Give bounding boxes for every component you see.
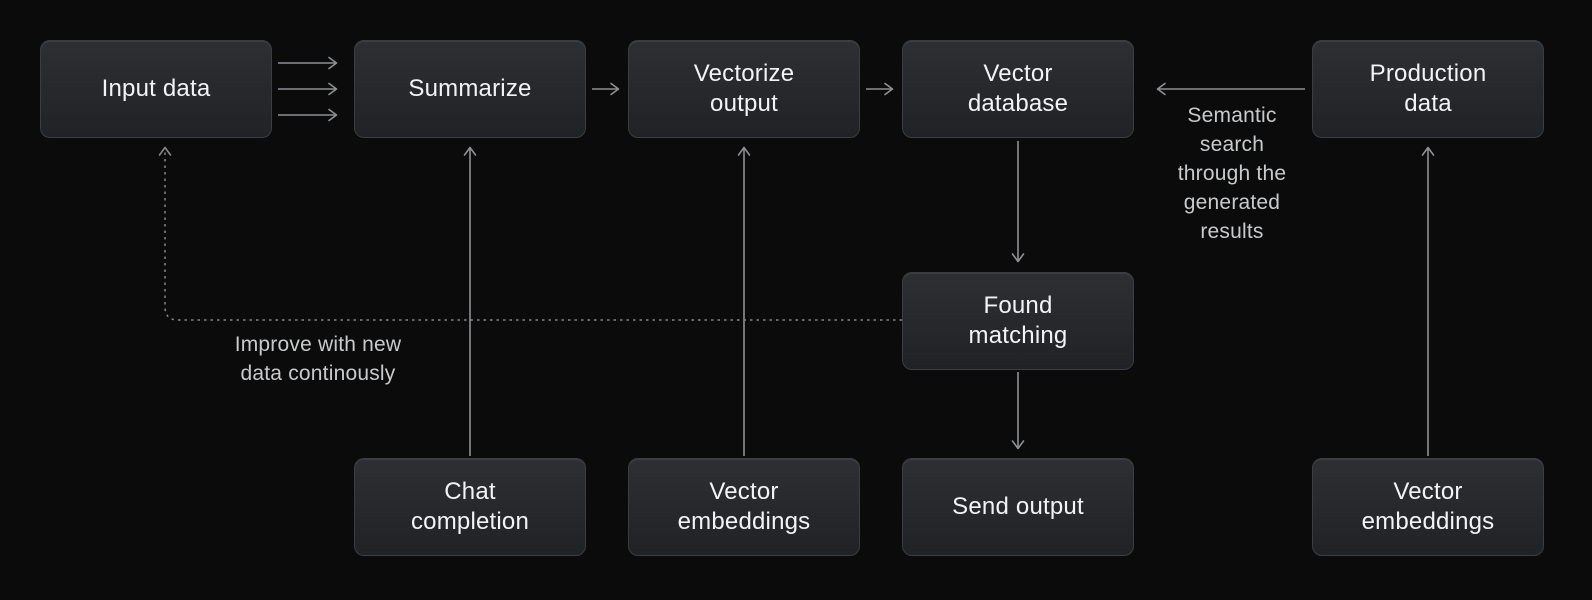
node-vectorize-output-label: Vectorize output	[693, 59, 795, 117]
node-found-matching: Found matching	[902, 272, 1134, 370]
node-send-output-label: Send output	[952, 492, 1084, 520]
node-vectorize-output: Vectorize output	[628, 40, 860, 138]
edge-label-semantic-search: Semantic search through the generated re…	[1177, 104, 1287, 243]
node-summarize: Summarize	[354, 40, 586, 138]
node-found-matching-label: Found matching	[968, 291, 1068, 349]
node-vector-database: Vector database	[902, 40, 1134, 138]
node-production-data: Production data	[1312, 40, 1544, 138]
node-vector-embeddings-right-label: Vector embeddings	[1361, 477, 1495, 535]
node-send-output: Send output	[902, 458, 1134, 556]
dotted-arrow-found-to-input	[158, 146, 902, 321]
node-vector-embeddings-left: Vector embeddings	[628, 458, 860, 556]
node-input-data: Input data	[40, 40, 272, 138]
edge-label-improve-with-new-data: Improve with new data continously	[234, 333, 402, 385]
node-vector-embeddings-right: Vector embeddings	[1312, 458, 1544, 556]
node-input-data-label: Input data	[101, 74, 211, 102]
node-vector-database-label: Vector database	[967, 59, 1069, 117]
node-vector-embeddings-left-label: Vector embeddings	[677, 477, 811, 535]
node-production-data-label: Production data	[1369, 59, 1487, 117]
node-summarize-label: Summarize	[408, 74, 532, 102]
node-chat-completion-label: Chat completion	[410, 477, 530, 535]
node-chat-completion: Chat completion	[354, 458, 586, 556]
